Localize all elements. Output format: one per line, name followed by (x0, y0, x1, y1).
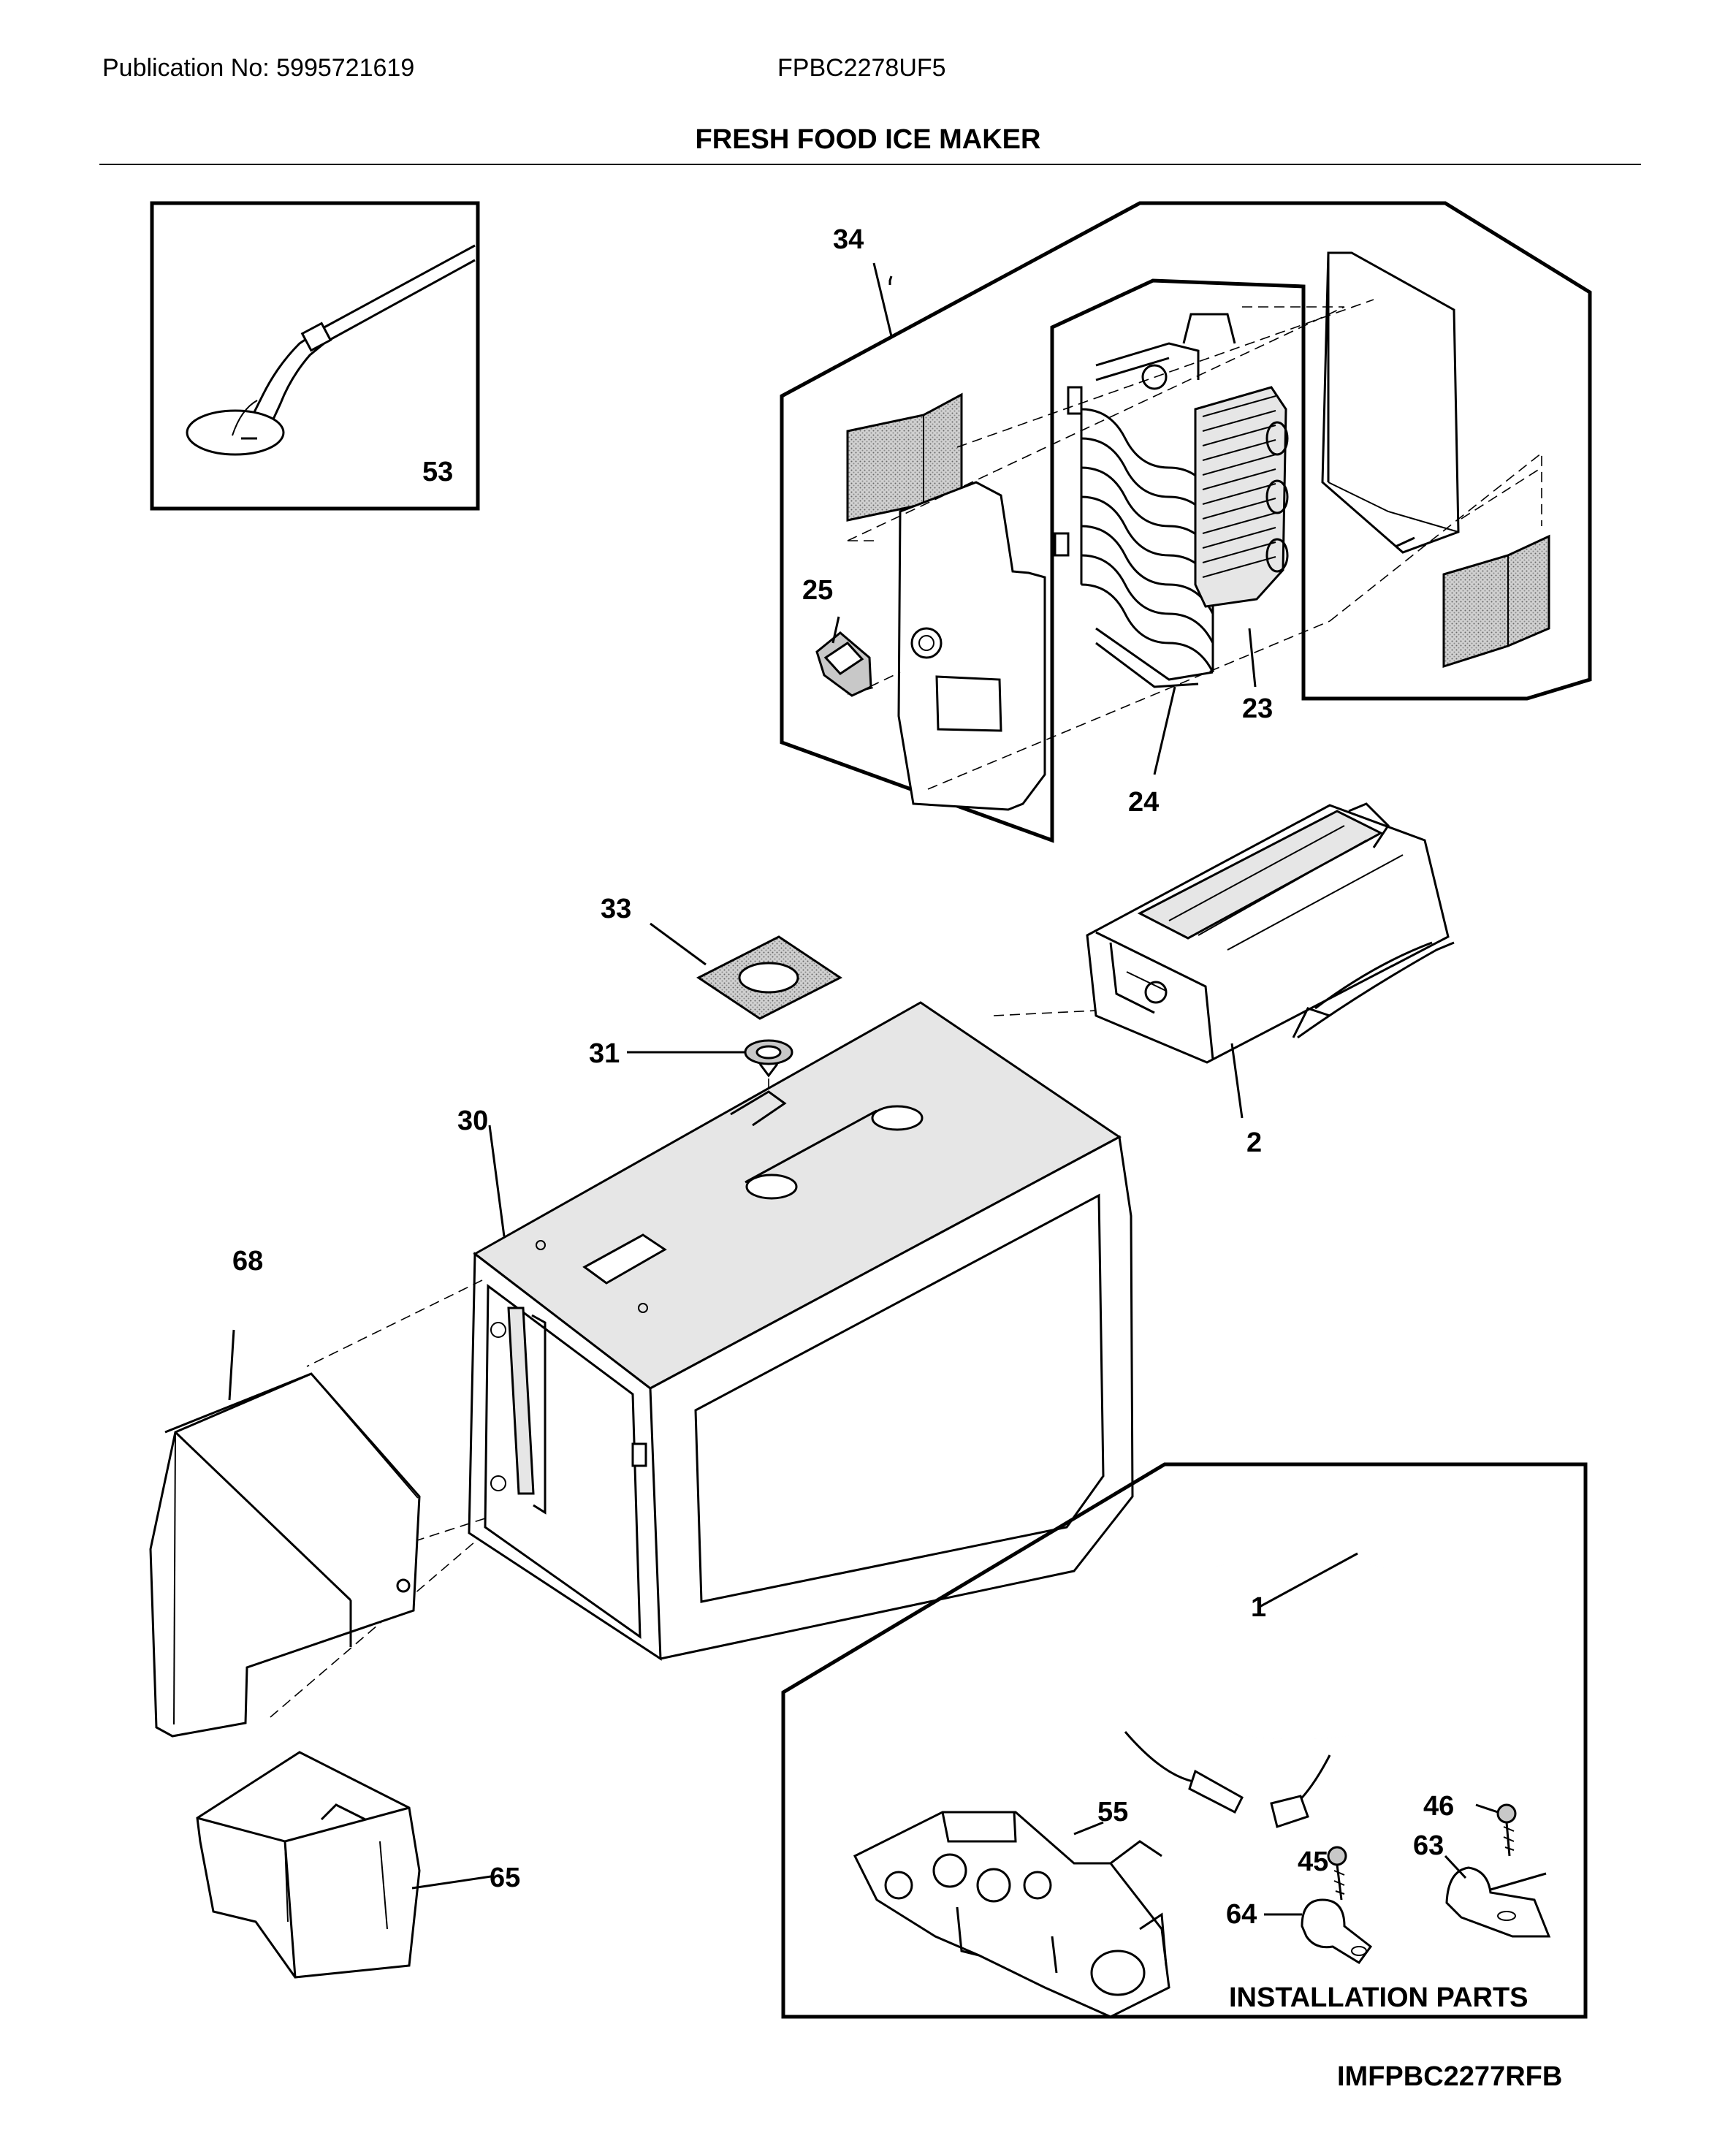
part-label-55: 55 (1097, 1797, 1128, 1827)
diagram-code: IMFPBC2277RFB (1337, 2061, 1562, 2092)
part-2-icemaker: 2 (1086, 802, 1455, 1158)
part-1-tubing: 1 (1083, 1537, 1518, 1828)
part-label-34: 34 (833, 224, 864, 255)
part-label-65: 65 (490, 1863, 520, 1893)
part-label-53: 53 (422, 457, 453, 487)
part-63-clamp: 63 (1413, 1830, 1551, 1938)
part-label-33: 33 (601, 894, 631, 924)
fin-heat-exchanger (1194, 386, 1289, 608)
part-label-25: 25 (802, 575, 833, 606)
part-30-ice-bucket: 30 (270, 1001, 1141, 1718)
part-25-clip (815, 631, 872, 697)
part-45-screw: 45 (1298, 1846, 1347, 1901)
model-number: FPBC2278UF5 (777, 54, 946, 82)
part-label-30: 30 (457, 1106, 488, 1136)
part-65-bin: 65 (196, 1751, 520, 1979)
part-55-water-valve: 55 (853, 1797, 1170, 2018)
part-33-gasket: 33 (601, 894, 842, 1020)
part-46-screw: 46 (1423, 1791, 1517, 1857)
installation-parts-label: INSTALLATION PARTS (1229, 1982, 1528, 2013)
part-64-clamp: 64 (1226, 1898, 1373, 1965)
part-label-64: 64 (1226, 1899, 1257, 1930)
part-68-cover: 68 (149, 1246, 421, 1738)
part-label-45: 45 (1298, 1846, 1328, 1877)
part-label-31: 31 (589, 1038, 620, 1069)
part-label-63: 63 (1413, 1830, 1444, 1861)
part-label-68: 68 (232, 1246, 263, 1277)
installation-parts-box: 1 55 45 (781, 1462, 1588, 2019)
part-53-inset: 53 (150, 201, 480, 511)
publication-number: Publication No: 5995721619 (102, 54, 415, 82)
part-label-24: 24 (1128, 787, 1159, 818)
part-label-23: 23 (1242, 693, 1273, 724)
part-34-assembly: 34 25 23 24 (780, 201, 1592, 843)
part-label-46: 46 (1423, 1791, 1454, 1822)
part-label-1: 1 (1251, 1592, 1266, 1623)
part-label-2: 2 (1246, 1127, 1262, 1158)
page-title: FRESH FOOD ICE MAKER (695, 124, 1041, 155)
title-divider (99, 164, 1641, 165)
